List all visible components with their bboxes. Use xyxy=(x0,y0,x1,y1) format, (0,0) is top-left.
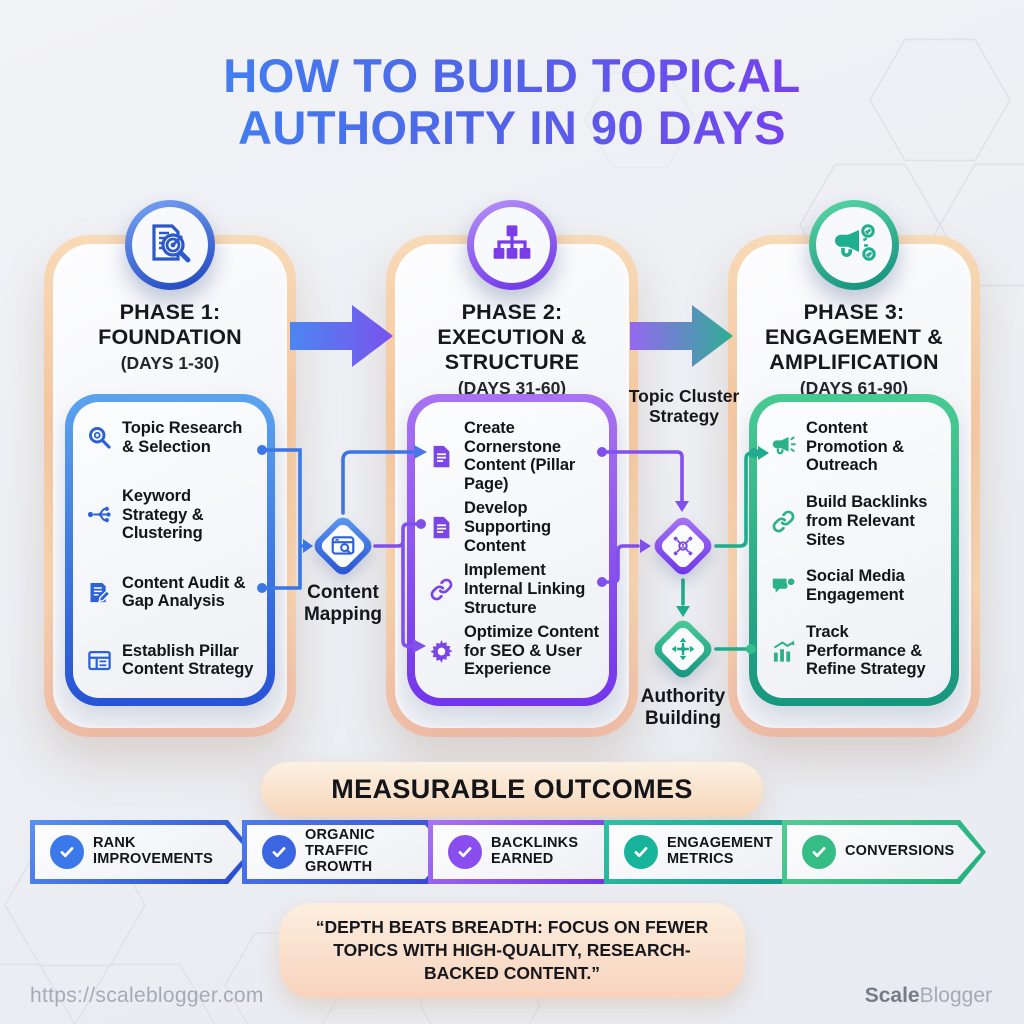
megaphone-icon xyxy=(770,433,797,460)
quote-banner: “DEPTH BEATS BREADTH: FOCUS ON FEWER TOP… xyxy=(279,903,745,999)
outcome-chip-rank-improvements: RANK IMPROVEMENTS xyxy=(30,820,254,884)
topic-cluster-node xyxy=(650,513,716,579)
outcome-chip-engagement: ENGAGEMENT METRICS xyxy=(604,820,814,884)
phase-2-card: PHASE 2: EXECUTION & STRUCTURE (DAYS 31-… xyxy=(386,200,638,737)
document-target-icon xyxy=(146,221,194,269)
phase-3-title: PHASE 3: ENGAGEMENT & AMPLIFICATION xyxy=(765,300,943,374)
list-item: Content Audit & Gap Analysis xyxy=(86,574,257,611)
arrow-phase2-to-phase3 xyxy=(630,305,733,367)
list-item: Develop Supporting Content xyxy=(428,499,599,555)
gear-icon xyxy=(428,638,455,665)
task-label: Develop Supporting Content xyxy=(464,499,551,555)
table-icon xyxy=(86,647,113,674)
link-icon xyxy=(428,576,455,603)
check-circle-icon xyxy=(262,835,296,869)
phase-2-title: PHASE 2: EXECUTION & STRUCTURE xyxy=(437,300,587,374)
list-item: Track Performance & Refine Strategy xyxy=(770,623,941,679)
outcome-label: RANK IMPROVEMENTS xyxy=(93,835,214,867)
task-label: Social Media Engagement xyxy=(806,567,905,605)
search-icon xyxy=(86,424,113,451)
brand-bold: Scale xyxy=(864,984,920,1007)
task-label: Content Promotion & Outreach xyxy=(806,419,904,475)
task-label: Content Audit & Gap Analysis xyxy=(122,573,246,611)
task-label: Keyword Strategy & Clustering xyxy=(122,487,204,543)
phase-3-task-list: Content Promotion & Outreach Build Backl… xyxy=(749,394,959,706)
task-label: Implement Internal Linking Structure xyxy=(464,561,586,617)
phase-1-title: PHASE 1: FOUNDATION xyxy=(98,300,242,349)
outcome-chip-backlinks: BACKLINKS EARNED xyxy=(428,820,640,884)
content-mapping-node xyxy=(310,513,376,579)
list-item: Social Media Engagement xyxy=(770,567,941,604)
cluster-icon xyxy=(86,501,113,528)
task-label: Establish Pillar Content Strategy xyxy=(122,641,254,679)
task-label: Track Performance & Refine Strategy xyxy=(806,623,926,679)
outcome-label: ENGAGEMENT METRICS xyxy=(667,835,773,867)
list-item: Keyword Strategy & Clustering xyxy=(86,487,257,543)
link-icon xyxy=(770,508,797,535)
task-label: Topic Research & Selection xyxy=(122,419,243,456)
task-label: Create Cornerstone Content (Pillar Page) xyxy=(464,419,576,493)
list-item: Topic Research & Selection xyxy=(86,419,257,456)
document-edit-icon xyxy=(86,579,113,606)
check-circle-icon xyxy=(448,835,482,869)
outcome-label: CONVERSIONS xyxy=(845,843,955,860)
page-title: HOW TO BUILD TOPICAL AUTHORITY IN 90 DAY… xyxy=(122,50,902,154)
outcome-label: BACKLINKS EARNED xyxy=(491,835,579,867)
website-url: https://scaleblogger.com xyxy=(30,984,264,1007)
outcome-chip-conversions: CONVERSIONS xyxy=(782,820,986,884)
check-circle-icon xyxy=(802,835,836,869)
list-item: Create Cornerstone Content (Pillar Page) xyxy=(428,419,599,494)
phase-1-card: PHASE 1: FOUNDATION (DAYS 1-30) Topic Re… xyxy=(44,200,296,737)
check-circle-icon xyxy=(50,835,84,869)
phase-3-card: PHASE 3: ENGAGEMENT & AMPLIFICATION (DAY… xyxy=(728,200,980,737)
cube-hierarchy-icon xyxy=(488,221,536,269)
phase-2-task-list: Create Cornerstone Content (Pillar Page)… xyxy=(407,394,617,706)
document-icon xyxy=(428,514,455,541)
outcome-chip-organic-traffic: ORGANIC TRAFFIC GROWTH xyxy=(242,820,454,884)
authority-building-label: Authority Building xyxy=(640,686,726,729)
content-mapping-label: Content Mapping xyxy=(303,582,383,625)
brand-logo: ScaleBlogger xyxy=(865,984,992,1008)
phase-1-task-list: Topic Research & Selection Keyword Strat… xyxy=(65,394,275,706)
topic-cluster-label: Topic Cluster Strategy xyxy=(628,386,740,427)
outcome-label: ORGANIC TRAFFIC GROWTH xyxy=(305,827,375,875)
arrow-phase1-to-phase2 xyxy=(290,305,393,367)
browser-search-icon xyxy=(330,533,356,559)
chart-icon xyxy=(770,638,797,665)
chat-icon xyxy=(770,573,797,600)
task-label: Optimize Content for SEO & User Experien… xyxy=(464,623,599,679)
list-item: Establish Pillar Content Strategy xyxy=(86,642,257,679)
brand-rest: Blogger xyxy=(919,984,992,1007)
task-label: Build Backlinks from Relevant Sites xyxy=(806,493,928,549)
list-item: Optimize Content for SEO & User Experien… xyxy=(428,623,599,679)
hub-network-icon xyxy=(670,533,696,559)
list-item: Content Promotion & Outreach xyxy=(770,419,941,475)
list-item: Build Backlinks from Relevant Sites xyxy=(770,493,941,549)
phase-1-icon-badge xyxy=(125,200,215,290)
expand-arrows-icon xyxy=(670,636,696,662)
check-circle-icon xyxy=(624,835,658,869)
authority-building-node xyxy=(650,616,716,682)
document-icon xyxy=(428,443,455,470)
phase-2-days: (DAYS 31-60) xyxy=(457,377,567,398)
megaphone-sparkle-icon xyxy=(830,221,878,269)
phase-3-days: (DAYS 61-90) xyxy=(799,377,909,398)
phase-2-icon-badge xyxy=(467,200,557,290)
outcomes-title: MEASURABLE OUTCOMES xyxy=(261,762,763,817)
phase-1-days: (DAYS 1-30) xyxy=(120,352,220,373)
list-item: Implement Internal Linking Structure xyxy=(428,561,599,617)
phase-3-icon-badge xyxy=(809,200,899,290)
